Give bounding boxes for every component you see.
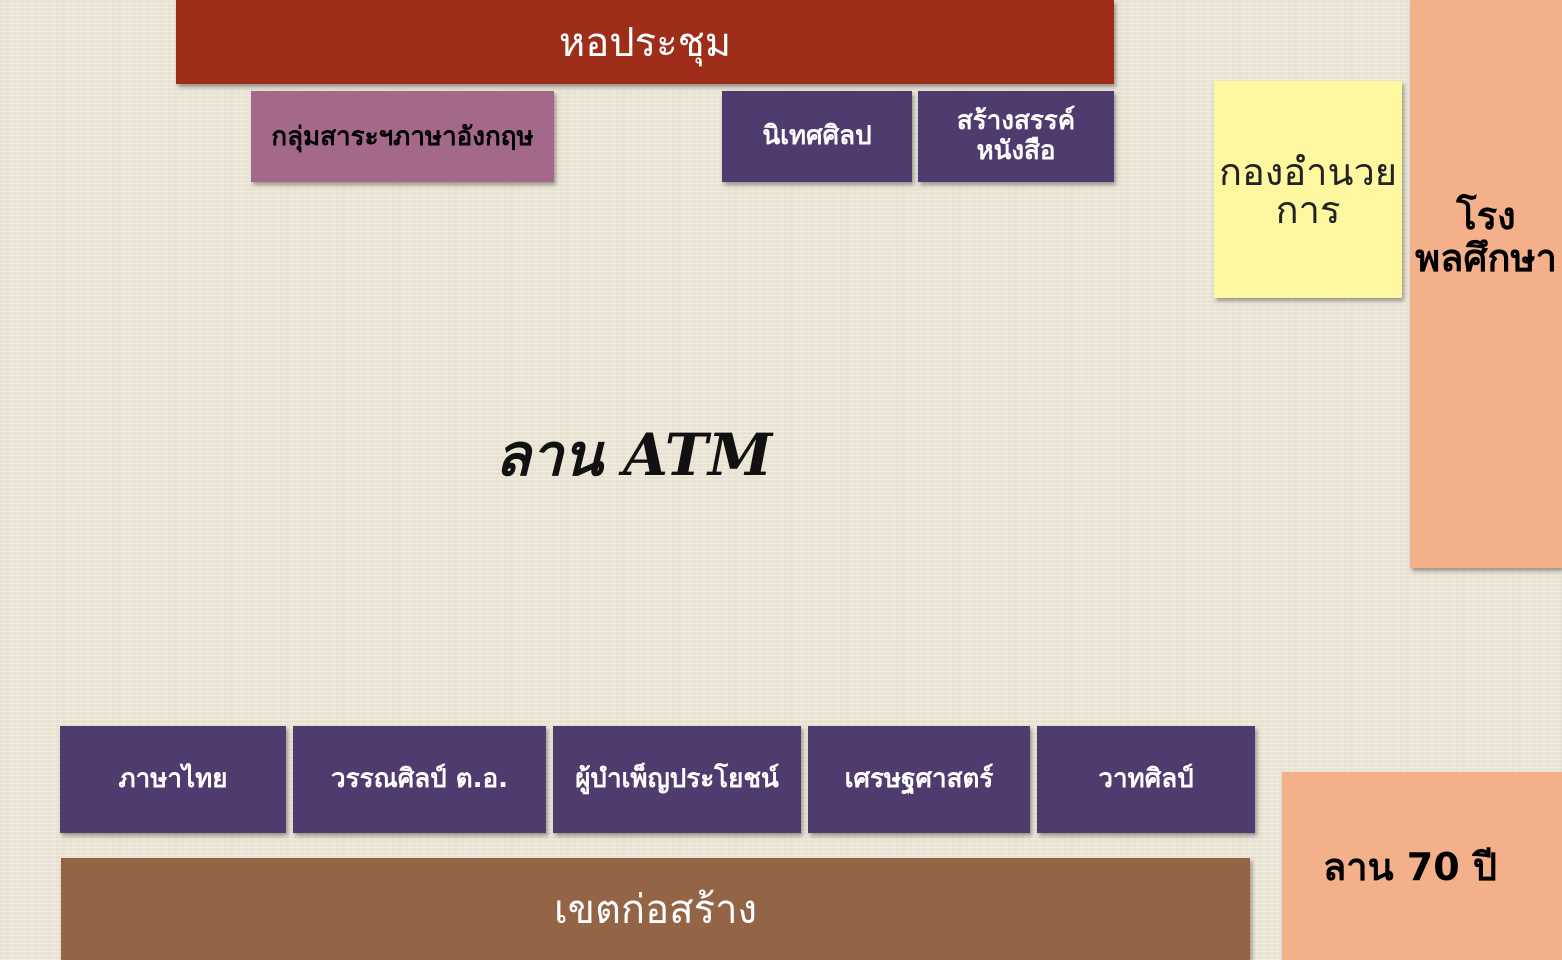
plaza-70-label: ลาน 70 ปี <box>1322 844 1498 889</box>
thai-language-block: ภาษาไทย <box>60 726 286 833</box>
hall-label: หอประชุม <box>558 20 732 66</box>
english-group-block: กลุ่มสาระฯภาษาอังกฤษ <box>251 91 554 182</box>
plaza-70-block: ลาน 70 ปี <box>1282 772 1562 960</box>
literary-arts-label: วรรณศิลป์ ต.อ. <box>331 763 508 794</box>
book-creation-label: สร้างสรรค์ หนังสือ <box>956 105 1076 166</box>
volunteer-block: ผู้บำเพ็ญประโยชน์ <box>553 726 801 833</box>
oratory-block: วาทศิลป์ <box>1037 726 1255 833</box>
volunteer-label: ผู้บำเพ็ญประโยชน์ <box>575 763 779 794</box>
gymnasium-label: โรง พลศึกษา <box>1415 194 1557 280</box>
atm-plaza-label: ลาน ATM <box>495 421 773 489</box>
communication-arts-block: นิเทศศิลป <box>722 91 912 182</box>
literary-arts-block: วรรณศิลป์ ต.อ. <box>293 726 546 833</box>
economics-label: เศรษฐศาสตร์ <box>844 763 994 794</box>
construction-zone-label: เขตก่อสร้าง <box>553 887 758 933</box>
gymnasium-block: โรง พลศึกษา <box>1410 0 1562 568</box>
oratory-label: วาทศิลป์ <box>1098 763 1194 794</box>
english-group-label: กลุ่มสาระฯภาษาอังกฤษ <box>271 122 534 152</box>
hall-block: หอประชุม <box>176 0 1114 84</box>
thai-language-label: ภาษาไทย <box>118 763 228 794</box>
economics-block: เศรษฐศาสตร์ <box>808 726 1030 833</box>
construction-zone-block: เขตก่อสร้าง <box>61 858 1250 960</box>
administration-label: กองอำนวย การ <box>1218 150 1398 232</box>
administration-block: กองอำนวย การ <box>1214 81 1402 298</box>
communication-arts-label: นิเทศศิลป <box>762 120 872 151</box>
book-creation-block: สร้างสรรค์ หนังสือ <box>918 91 1114 182</box>
